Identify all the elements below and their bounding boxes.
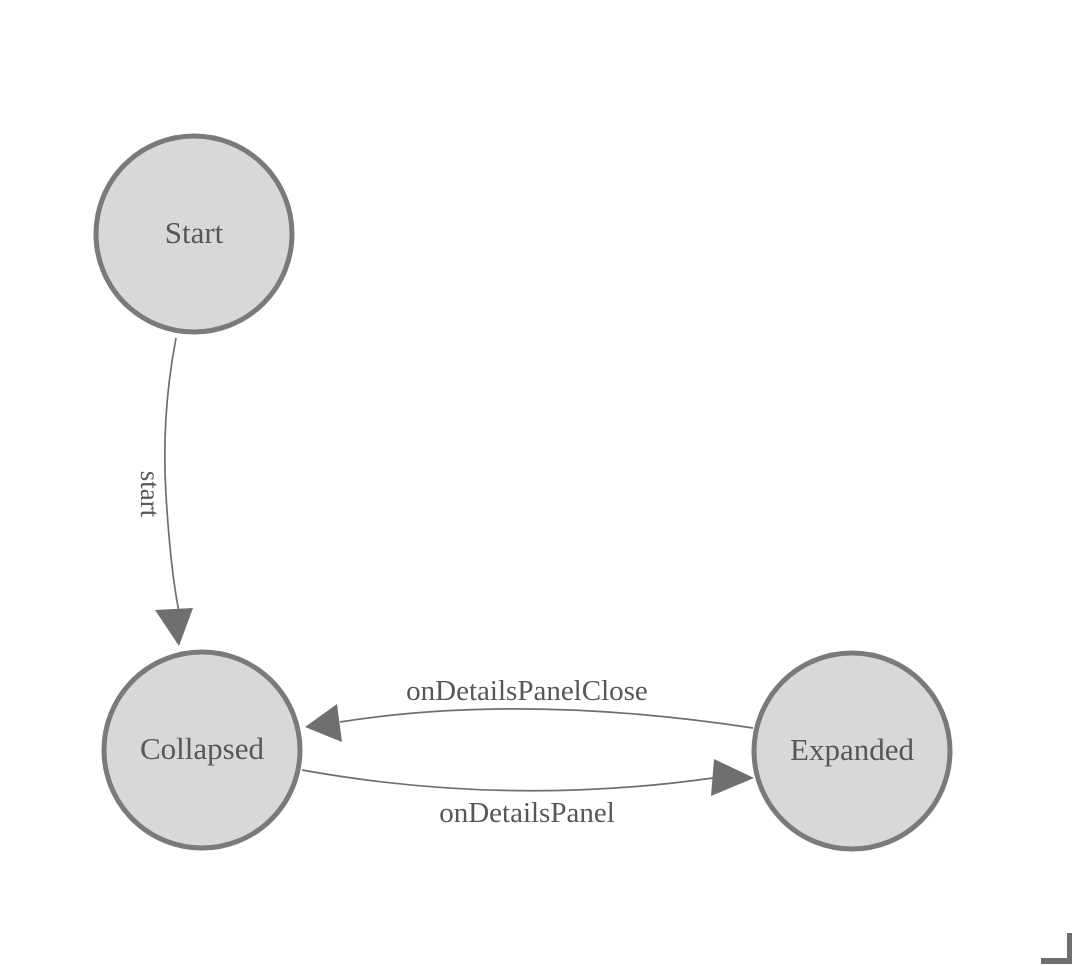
edge-close-path xyxy=(339,708,754,729)
state-node-expanded-circle[interactable] xyxy=(751,650,953,852)
arrowhead-start-icon xyxy=(155,608,193,646)
state-node-start[interactable]: Start xyxy=(93,133,295,335)
state-node-start-label: Start xyxy=(165,215,224,250)
corner-horizontal-bar xyxy=(1041,958,1072,964)
edge-start-path xyxy=(164,337,180,613)
state-node-expanded[interactable]: Expanded xyxy=(751,650,953,852)
edge-on-details-panel-close: onDetailsPanelClose xyxy=(305,675,754,742)
canvas-corner-border xyxy=(1041,933,1072,964)
edge-label-start: start xyxy=(135,471,165,518)
arrowhead-close-icon xyxy=(305,704,342,742)
edge-start: start xyxy=(135,337,193,646)
state-node-collapsed-circle[interactable] xyxy=(101,649,303,851)
state-node-expanded-label: Expanded xyxy=(790,732,914,767)
state-node-start-circle[interactable] xyxy=(93,133,295,335)
edge-label-on-details-panel-close: onDetailsPanelClose xyxy=(406,675,648,707)
state-node-collapsed-label: Collapsed xyxy=(140,731,264,766)
arrowhead-panel-icon xyxy=(711,759,754,796)
corner-vertical-bar xyxy=(1067,933,1072,964)
edge-panel-path xyxy=(301,769,714,792)
edge-label-on-details-panel: onDetailsPanel xyxy=(439,797,615,829)
edge-on-details-panel: onDetailsPanel xyxy=(301,759,754,829)
state-node-collapsed[interactable]: Collapsed xyxy=(101,649,303,851)
